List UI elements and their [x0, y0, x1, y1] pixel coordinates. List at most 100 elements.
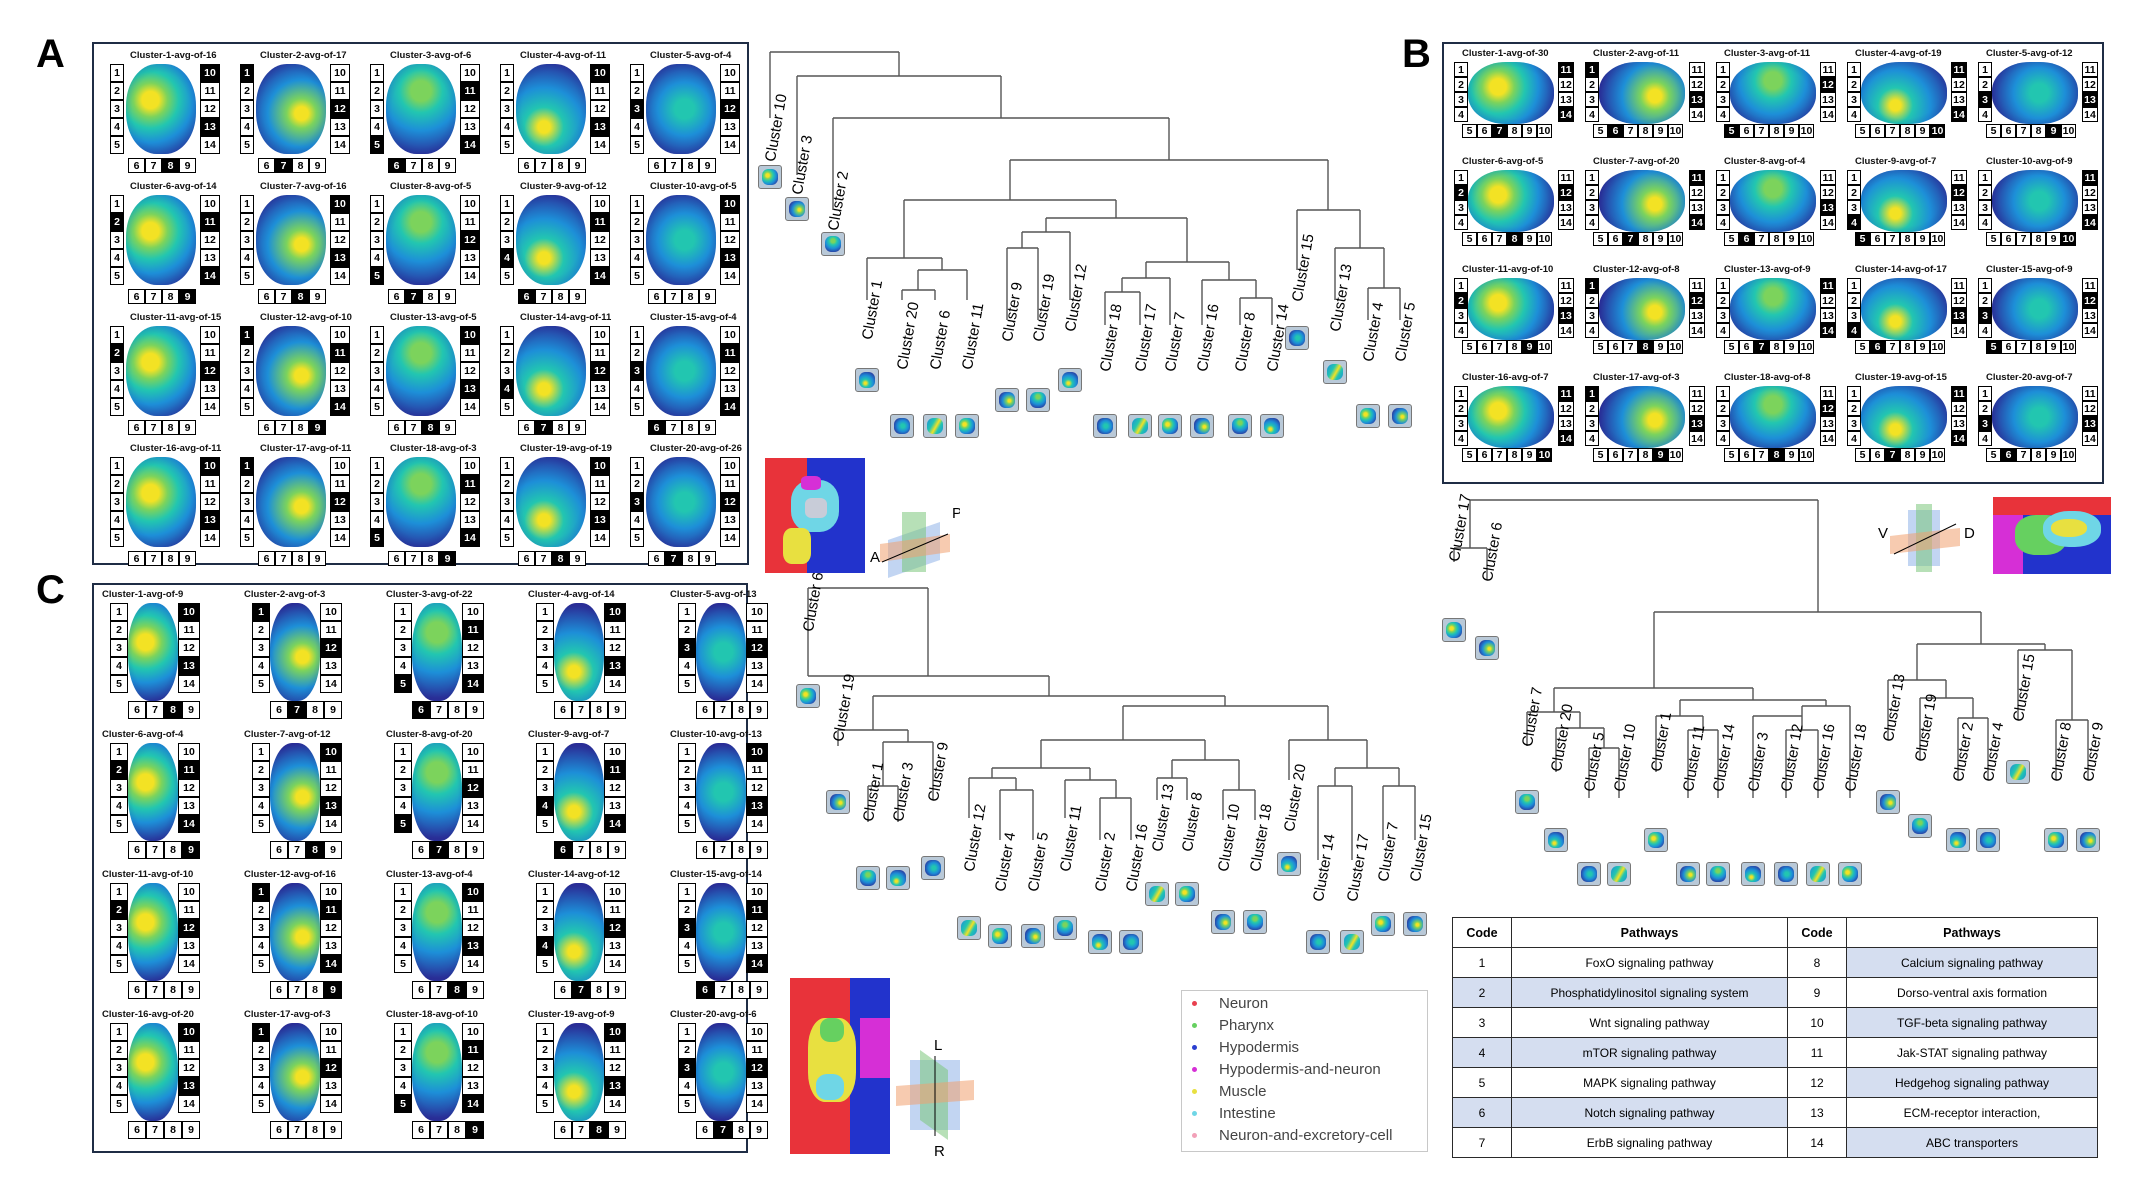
- code-box: 13: [590, 249, 610, 267]
- legend-label: Hypodermis: [1219, 1038, 1300, 1056]
- cluster-heatmap: [1468, 170, 1554, 232]
- code-box: 14: [1951, 215, 1967, 230]
- code-box: 14: [460, 529, 480, 547]
- code-box: 11: [330, 82, 350, 100]
- code-box: 11: [590, 344, 610, 362]
- code-box: 14: [1951, 107, 1967, 122]
- code-box: 6: [1870, 124, 1885, 138]
- code-box: 13: [330, 380, 350, 398]
- code-box: 4: [1716, 107, 1730, 122]
- cluster-tile-title: Cluster-10-avg-of-5: [650, 181, 737, 192]
- code-box: 1: [110, 195, 124, 213]
- cluster-heatmap: [256, 195, 326, 285]
- code-box: 6: [1608, 232, 1623, 246]
- cluster-thumbnail: [1388, 404, 1412, 428]
- code-box: 13: [720, 118, 740, 136]
- code-box: 10: [1799, 232, 1814, 246]
- code-box: 10: [460, 64, 480, 82]
- code-box: 6: [128, 289, 145, 304]
- code-box: 12: [1689, 185, 1705, 200]
- code-box: 13: [590, 511, 610, 529]
- code-box: 2: [1454, 77, 1468, 92]
- code-box: 1: [500, 195, 514, 213]
- code-box: 7: [2016, 124, 2031, 138]
- code-box: 12: [1689, 77, 1705, 92]
- code-box: 7: [535, 551, 552, 566]
- code-box: 14: [720, 529, 740, 547]
- cluster-tile-title: Cluster-5-avg-of-4: [650, 50, 732, 61]
- code-box: 10: [330, 326, 350, 344]
- code-box: 4: [500, 380, 514, 398]
- legend-dot: [1192, 1132, 1197, 1138]
- code-box: 14: [590, 398, 610, 416]
- segmentation-map-c: [790, 978, 890, 1154]
- code-box: 5: [240, 398, 254, 416]
- cluster-thumbnail: [855, 368, 879, 392]
- code-box: 3: [500, 100, 514, 118]
- code-box: 11: [460, 475, 480, 493]
- table-cell: MAPK signaling pathway: [1511, 1067, 1788, 1098]
- code-box: 7: [1754, 232, 1769, 246]
- legend-label: Pharynx: [1219, 1016, 1275, 1034]
- code-box: 7: [275, 551, 292, 566]
- code-box: 3: [240, 493, 254, 511]
- cluster-heatmap: [646, 457, 716, 547]
- code-box: 5: [630, 398, 644, 416]
- code-box: 3: [1716, 92, 1730, 107]
- code-box: 11: [1689, 170, 1705, 185]
- code-box: 4: [110, 249, 124, 267]
- cluster-thumbnail: [1158, 414, 1182, 438]
- table-cell: 4: [1452, 1037, 1512, 1068]
- cluster-tile-title: Cluster-10-avg-of-9: [1986, 156, 2073, 167]
- cluster-heatmap: [1599, 170, 1685, 232]
- cluster-tile-title: Cluster-2-avg-of-11: [1593, 48, 1680, 59]
- table-cell: Calcium signaling pathway: [1846, 947, 2098, 978]
- code-box: 3: [110, 231, 124, 249]
- code-box: 2: [630, 475, 644, 493]
- code-box: 12: [590, 362, 610, 380]
- code-box: 4: [370, 380, 384, 398]
- code-box: 5: [110, 529, 124, 547]
- code-box: 9: [1915, 232, 1930, 246]
- code-box: 12: [330, 362, 350, 380]
- code-box: 1: [500, 64, 514, 82]
- code-box: 9: [439, 289, 456, 304]
- cluster-heatmap: [1730, 62, 1816, 124]
- cluster-thumbnail: [921, 856, 945, 880]
- cluster-thumbnail: [1128, 414, 1152, 438]
- code-box: 10: [200, 326, 220, 344]
- cluster-thumbnail: [1285, 326, 1309, 350]
- code-box: 12: [200, 231, 220, 249]
- code-box: 3: [630, 100, 644, 118]
- code-box: 4: [630, 511, 644, 529]
- code-box: 2: [110, 82, 124, 100]
- code-box: 10: [1930, 232, 1945, 246]
- cluster-heatmap: [126, 64, 196, 154]
- code-box: 8: [1638, 124, 1653, 138]
- cluster-thumbnail: [1876, 790, 1900, 814]
- code-box: 7: [535, 289, 552, 304]
- code-box: 11: [2082, 170, 2098, 185]
- code-box: 5: [1855, 124, 1870, 138]
- code-box: 5: [110, 398, 124, 416]
- code-box: 13: [460, 511, 480, 529]
- table-cell: 13: [1787, 1097, 1847, 1128]
- code-box: 3: [630, 231, 644, 249]
- code-box: 12: [2082, 77, 2098, 92]
- legend-label: Intestine: [1219, 1104, 1276, 1122]
- code-box: 7: [405, 158, 422, 173]
- cluster-thumbnail: [1058, 368, 1082, 392]
- code-box: 9: [569, 289, 586, 304]
- code-box: 5: [110, 136, 124, 154]
- legend-dot: [1192, 1000, 1197, 1006]
- cell-type-legend: Neuron Pharynx Hypodermis Hypodermis-and…: [1181, 990, 1428, 1152]
- cluster-thumbnail: [1119, 930, 1143, 954]
- table-cell: FoxO signaling pathway: [1511, 947, 1788, 978]
- code-box: 14: [1820, 107, 1836, 122]
- cluster-tile-title: Cluster-19-avg-of-19: [520, 443, 612, 454]
- orientation-widget-b: V D: [1878, 504, 1975, 572]
- code-box: 6: [1608, 124, 1623, 138]
- code-box: 11: [330, 475, 350, 493]
